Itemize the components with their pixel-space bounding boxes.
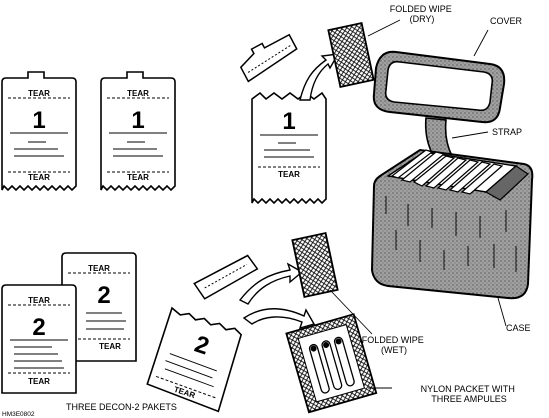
- tear-label-top: TEAR: [28, 296, 50, 305]
- packet-number: 2: [32, 314, 45, 341]
- tear-label-bottom: TEAR: [127, 173, 149, 182]
- arrow-to-wet-wipe: [238, 262, 304, 305]
- packet-number: 2: [97, 282, 110, 309]
- label-line: FOLDED WIPE: [390, 4, 452, 14]
- label-cover: COVER: [490, 16, 523, 26]
- leader-line-case: [497, 297, 507, 327]
- decon1-packet-a: TEAR 1 TEAR: [1, 71, 77, 192]
- label-folded-wipe-dry: FOLDED WIPE (DRY): [390, 4, 455, 24]
- fine-print: [86, 312, 126, 330]
- leader-line-dry-wipe: [367, 19, 401, 37]
- folded-wipe-dry: [327, 22, 375, 88]
- packet-number: 1: [131, 107, 144, 134]
- torn-top-strip: [193, 254, 259, 300]
- fine-print: [264, 142, 314, 158]
- decon2-packet-back: TEAR 2 TEAR: [61, 252, 137, 362]
- label-folded-wipe-wet: FOLDED WIPE (WET): [362, 335, 427, 355]
- torn-top-strip: [239, 33, 298, 83]
- packets-in-case: [390, 149, 504, 195]
- label-strap: STRAP: [492, 127, 522, 137]
- leader-line-cover: [473, 29, 489, 57]
- tear-label-top: TEAR: [88, 264, 110, 273]
- label-line: NYLON PACKET WITH: [421, 384, 515, 394]
- decon-kit-case: COVER STRAP CASE: [370, 16, 534, 333]
- tear-label-bottom: TEAR: [278, 170, 300, 179]
- fine-print: [164, 353, 217, 388]
- arrow-to-nylon-packet: [242, 308, 316, 330]
- decon1-packet-opened: 1 TEAR: [239, 33, 340, 205]
- leader-line-strap: [451, 131, 489, 139]
- label-line: (DRY): [410, 14, 435, 24]
- tear-label-bottom: TEAR: [28, 377, 50, 386]
- tear-label-bottom: TEAR: [99, 342, 121, 351]
- label-three-decon2-pakets: THREE DECON-2 PAKETS: [66, 402, 177, 412]
- fine-print: [14, 141, 64, 157]
- ampules: [308, 336, 355, 394]
- fine-print: [14, 346, 64, 369]
- folded-wipe-wet: [291, 232, 339, 298]
- tear-label-top: TEAR: [28, 89, 50, 98]
- leader-line-wet-wipe: [329, 289, 373, 335]
- label-nylon-packet: NYLON PACKET WITH THREE AMPULES: [421, 384, 518, 404]
- decon2-packet-front: TEAR 2 TEAR: [1, 284, 77, 394]
- decon1-packet-b: TEAR 1 TEAR: [100, 71, 176, 192]
- label-line: (WET): [381, 345, 407, 355]
- label-case: CASE: [506, 323, 531, 333]
- label-line: FOLDED WIPE: [362, 335, 424, 345]
- fine-print: [113, 141, 163, 157]
- tear-label-top: TEAR: [127, 89, 149, 98]
- case-texture: [385, 196, 517, 272]
- label-line: THREE AMPULES: [431, 394, 507, 404]
- nylon-packet: [285, 313, 378, 414]
- packet-number: 1: [32, 107, 45, 134]
- packet-number: 1: [282, 108, 295, 135]
- tear-label-bottom: TEAR: [28, 173, 50, 182]
- case-cover: [372, 50, 506, 124]
- figure-code: HM3E0802: [2, 411, 35, 418]
- arrow-to-dry-wipe: [299, 53, 340, 101]
- decon2-packet-opened: 2 TEAR: [146, 254, 316, 413]
